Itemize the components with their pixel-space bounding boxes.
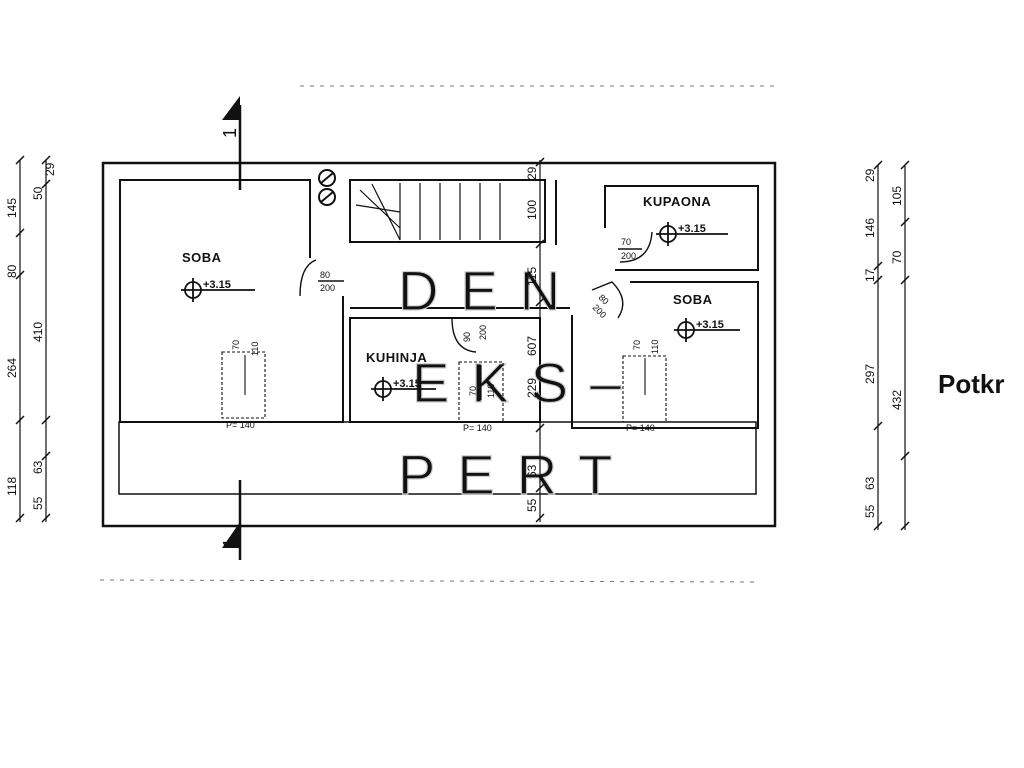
- dim-value: 55: [525, 498, 539, 512]
- level-marker-icon: [181, 278, 255, 302]
- room-labels: SOBA KUPAONA SOBA KUHINJA: [182, 194, 713, 365]
- dim-value: 55: [31, 496, 45, 510]
- door-width: 90: [462, 332, 472, 342]
- room-walls: [119, 179, 759, 429]
- dimension-ticks: [15, 155, 910, 531]
- room-name: KUPAONA: [643, 194, 711, 209]
- section-arrow-bottom-icon: [222, 522, 240, 548]
- dim-value: 55: [863, 504, 877, 518]
- section-arrow-top-icon: [222, 96, 240, 120]
- chimney-icon: [318, 169, 336, 206]
- door-swing: [591, 281, 624, 319]
- dim-value: 115: [525, 267, 539, 286]
- doors: [299, 231, 653, 353]
- dim-value: 80: [5, 264, 19, 278]
- section-label-bottom: 1: [220, 538, 240, 548]
- dim-value: 229: [525, 378, 539, 398]
- dim-value: 264: [5, 358, 19, 378]
- door-height: 200: [478, 325, 488, 340]
- windows: [221, 351, 667, 423]
- door-width: 80: [320, 270, 330, 280]
- door-width: 70: [621, 237, 631, 247]
- level-value: +3.15: [678, 223, 706, 235]
- dim-value: 63: [525, 464, 539, 478]
- window-parapet: P= 140: [463, 423, 492, 433]
- window-height: 110: [650, 340, 660, 354]
- section-marker: 1 1: [220, 96, 242, 560]
- window-width: 70: [231, 340, 241, 350]
- room-name: SOBA: [182, 250, 222, 265]
- door-height: 200: [591, 302, 609, 320]
- level-values: +3.15 +3.15 +3.15 +3.15: [203, 223, 724, 390]
- dim-value: 145: [5, 198, 19, 218]
- level-value: +3.15: [696, 319, 724, 331]
- dim-value: 29: [43, 162, 57, 176]
- watermark: DEN EKS– PERT: [397, 258, 643, 506]
- dimension-values: 145 80 264 118 50 29 410 63 55 29 100 11…: [5, 162, 904, 518]
- level-marker-icon: [371, 377, 436, 401]
- watermark-line-3: PERT: [398, 443, 634, 506]
- window-labels: 70 110 P= 140 70 110 P= 140 70 110 P= 14…: [226, 340, 660, 433]
- watermark-line-2: EKS–: [412, 351, 643, 414]
- sheet-title: Potkr: [938, 369, 1004, 399]
- dim-value: 297: [863, 364, 877, 384]
- door-swing: [451, 317, 477, 353]
- window-width: 70: [632, 340, 642, 350]
- dim-value: 50: [31, 186, 45, 200]
- dim-value: 118: [5, 477, 19, 496]
- dim-value: 29: [525, 166, 539, 180]
- dim-value: 410: [31, 322, 45, 342]
- window-parapet: P= 140: [626, 423, 655, 433]
- watermark-line-1: DEN: [398, 259, 582, 322]
- level-markers: [181, 222, 740, 401]
- dim-value: 29: [863, 168, 877, 182]
- dim-value: 63: [863, 476, 877, 490]
- room-name: KUHINJA: [366, 350, 427, 365]
- staircase: [355, 183, 501, 241]
- dim-value: 70: [890, 250, 904, 264]
- window-parapet: P= 140: [226, 420, 255, 430]
- room-name: SOBA: [673, 292, 713, 307]
- window-width: 70: [468, 386, 478, 396]
- dimension-lines: [19, 160, 906, 530]
- section-label-top: 1: [220, 128, 240, 138]
- level-value: +3.15: [393, 378, 421, 390]
- window-height: 110: [250, 342, 260, 356]
- level-value: +3.15: [203, 279, 231, 291]
- door-swing: [299, 259, 317, 297]
- door-swing: [619, 231, 653, 263]
- door-height: 200: [320, 283, 335, 293]
- dim-value: 146: [863, 218, 877, 238]
- dim-value: 432: [890, 390, 904, 410]
- window-height: 110: [486, 384, 496, 398]
- dim-value: 63: [31, 460, 45, 474]
- dim-value: 100: [525, 200, 539, 220]
- level-marker-icon: [674, 318, 740, 342]
- dim-value: 607: [525, 336, 539, 356]
- dim-value: 17: [863, 268, 877, 282]
- scan-noise: [99, 85, 780, 583]
- level-marker-icon: [656, 222, 728, 246]
- door-height: 200: [621, 251, 636, 261]
- dim-value: 105: [890, 186, 904, 206]
